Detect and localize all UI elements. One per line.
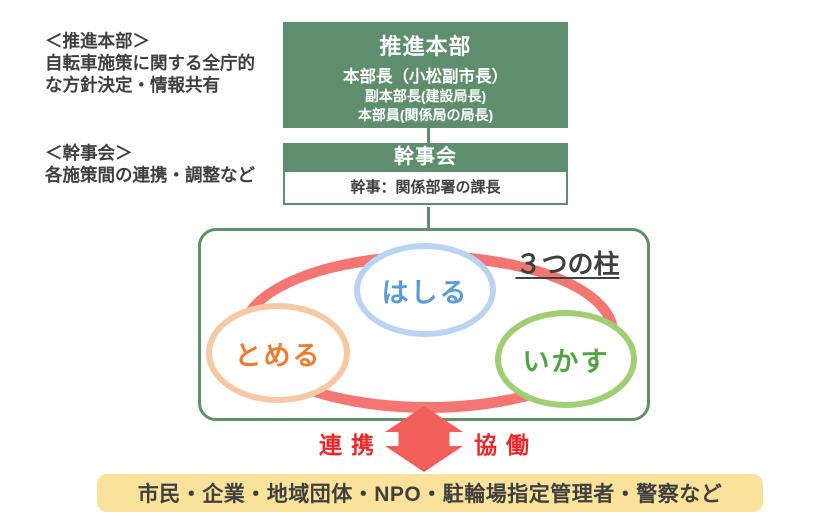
collaboration-label-kyodo: 協働 [474, 432, 538, 458]
pillar-label-hashiru: はしる [381, 277, 469, 308]
pillar-ellipse-ikasu: いかす [495, 310, 637, 408]
headquarters-member-3: 本部員(関係局の局長) [357, 107, 494, 123]
connector-line-hq-secretariat [427, 128, 430, 143]
note-secretariat-heading: ＜幹事会＞ [45, 143, 133, 163]
pillar-ellipse-tomeru: とめる [206, 303, 350, 403]
note-headquarters-heading: ＜推進本部＞ [45, 31, 150, 51]
secretariat-title: 幹事会 [283, 143, 568, 172]
note-headquarters-line1: 自転車施策に関する全庁的 [45, 53, 255, 73]
note-secretariat-line1: 各施策間の連携・調整など [45, 165, 255, 185]
headquarters-member-2: 副本部長(建設局長) [364, 88, 487, 104]
pillar-ellipse-hashiru: はしる [354, 243, 496, 337]
collaboration-label-renkei: 連携 [319, 432, 383, 458]
headquarters-member-1: 本部長（小松副市長） [343, 68, 508, 86]
connector-line-secretariat-pillars [427, 207, 430, 228]
pillar-label-ikasu: いかす [522, 346, 610, 377]
pillar-label-tomeru: とめる [234, 340, 322, 371]
secretariat-box: 幹事会 幹事：関係部署の課長 [283, 143, 568, 205]
note-headquarters-line2: な方針決定・情報共有 [45, 75, 220, 95]
partners-box: 市民・企業・地域団体・NPO・駐輪場指定管理者・警察など [97, 474, 763, 512]
note-headquarters: ＜推進本部＞ 自転車施策に関する全庁的 な方針決定・情報共有 [45, 30, 255, 96]
headquarters-title: 推進本部 [379, 34, 472, 59]
headquarters-box: 推進本部 本部長（小松副市長） 副本部長(建設局長) 本部員(関係局の局長) [283, 22, 568, 128]
updown-arrow-icon [385, 406, 463, 472]
partners-text: 市民・企業・地域団体・NPO・駐輪場指定管理者・警察など [137, 483, 723, 506]
note-secretariat: ＜幹事会＞ 各施策間の連携・調整など [45, 142, 255, 186]
secretariat-body: 幹事：関係部署の課長 [283, 172, 568, 205]
pillars-caption: ３つの柱 [515, 249, 620, 279]
